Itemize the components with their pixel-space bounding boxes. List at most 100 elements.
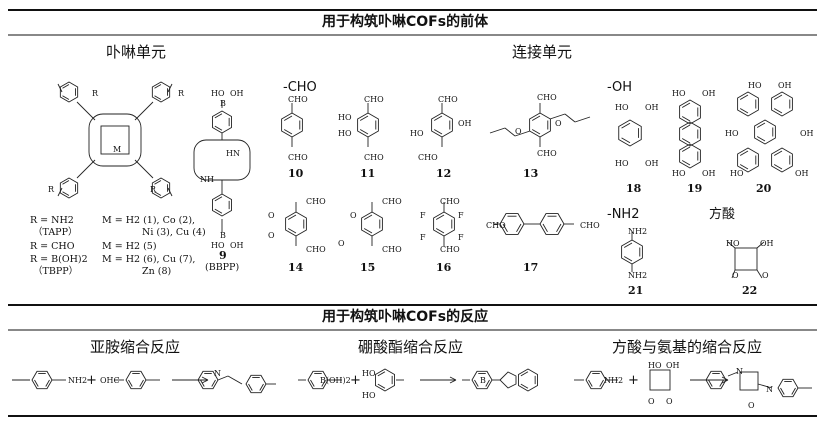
double-bond	[377, 383, 386, 389]
double-bond	[780, 387, 785, 395]
atom-label: CHO	[288, 153, 308, 162]
double-bond	[214, 208, 223, 214]
double-bond	[359, 115, 369, 121]
cho-group-label: -CHO	[283, 80, 317, 95]
double-bond	[200, 379, 205, 387]
atom-label: OH	[702, 89, 716, 98]
precursors-title: 用于构筑卟啉COFs的前体	[322, 14, 489, 30]
double-bond	[211, 379, 216, 387]
atom-label: O	[732, 271, 739, 280]
bond	[731, 269, 736, 279]
double-bond	[62, 191, 70, 196]
bond	[549, 113, 566, 120]
atom-label: HO	[725, 129, 739, 138]
double-bond	[719, 379, 724, 387]
bond	[727, 241, 736, 249]
atom-label: CHO	[440, 245, 460, 254]
atom-label: CHO	[580, 221, 600, 230]
double-bond	[681, 102, 691, 108]
compound-21-number: 21	[628, 284, 644, 297]
atom-label: OH	[795, 169, 809, 178]
double-bond	[363, 228, 373, 234]
fused-ring	[771, 147, 793, 173]
arrowhead	[449, 376, 457, 381]
porphyrin-inner-ring	[100, 125, 130, 155]
double-bond	[623, 256, 633, 262]
double-bond	[321, 379, 326, 387]
double-bond	[139, 379, 144, 387]
arrowhead	[449, 379, 457, 384]
compound-18-number: 18	[626, 182, 642, 195]
atom-label: HO	[730, 169, 744, 178]
arrowhead	[201, 379, 209, 384]
r-row-2: R = CHO	[30, 241, 75, 252]
atom-label: F	[458, 233, 464, 242]
reactions-title: 用于构筑卟啉COFs的反应	[322, 309, 489, 325]
product-atom-label: N	[766, 385, 773, 394]
r-substituent-label: R	[150, 185, 157, 194]
atom-label: OH	[458, 119, 472, 128]
atom-label: O	[268, 231, 275, 240]
compound-11-number: 11	[360, 167, 376, 180]
porphyrin-unit-label: 卟啉单元	[106, 43, 167, 61]
bond	[756, 269, 763, 279]
squaric-group-label: 方酸	[709, 207, 736, 222]
m-row-3b: Zn (8)	[142, 266, 172, 277]
reaction-2-title: 硼酸酯缩合反应	[358, 338, 464, 356]
atom-label: HO	[211, 241, 225, 250]
m-row-1b: Ni (3), Cu (4)	[142, 227, 206, 238]
fused-ring	[679, 121, 701, 147]
benzene-ring	[621, 239, 643, 265]
atom-label: HO	[672, 89, 686, 98]
reactant-label: HO	[362, 391, 376, 400]
atom-label: CHO	[288, 95, 308, 104]
reaction-1-title: 亚胺缩合反应	[90, 338, 181, 356]
squaric-ring	[649, 369, 671, 391]
phenyl-ring	[59, 81, 79, 103]
bond	[489, 127, 506, 134]
phenyl-ring	[212, 110, 232, 134]
product-atom-label: N	[214, 369, 221, 378]
fused-ring	[737, 147, 759, 173]
fused-ring	[679, 99, 701, 125]
double-bond	[531, 129, 541, 135]
double-bond	[128, 379, 133, 387]
atom-label: B	[220, 231, 226, 240]
bond	[727, 371, 739, 377]
arrowhead	[201, 376, 209, 381]
reactant-label: NH2	[68, 376, 88, 385]
double-bond	[681, 138, 691, 144]
reactant-label: B(OH)2	[320, 376, 351, 385]
reaction-3-title: 方酸与氨基的缩合反应	[612, 338, 763, 356]
compound-16-number: 16	[436, 261, 452, 274]
double-bond	[214, 196, 223, 202]
phenyl-ring	[197, 370, 219, 390]
phenyl-ring	[705, 370, 727, 390]
atom-label: HO	[748, 81, 762, 90]
compound-15-number: 15	[360, 261, 376, 274]
double-bond	[154, 84, 162, 89]
compound-9-name: (BBPP)	[205, 262, 240, 273]
double-bond	[531, 115, 541, 121]
atom-label: CHO	[537, 149, 557, 158]
atom-label: HO	[211, 89, 225, 98]
atom-label: F	[420, 211, 426, 220]
double-bond	[214, 113, 223, 119]
double-bond	[520, 383, 529, 389]
double-bond	[474, 379, 479, 387]
fused-ring	[754, 119, 776, 145]
phenyl-ring	[59, 177, 79, 199]
double-bond	[520, 371, 529, 377]
double-bond	[681, 160, 691, 166]
atom-label: HO	[672, 169, 686, 178]
reactant-label: OH	[666, 361, 680, 370]
compound-17-number: 17	[523, 261, 539, 274]
linker-unit-label: 连接单元	[512, 43, 573, 61]
bond	[76, 101, 96, 121]
double-bond	[756, 136, 766, 142]
double-bond	[739, 150, 749, 156]
squaric-ring	[734, 247, 758, 271]
atom-label: CHO	[364, 153, 384, 162]
reactant-label: O	[666, 397, 673, 406]
double-bond	[681, 146, 691, 152]
